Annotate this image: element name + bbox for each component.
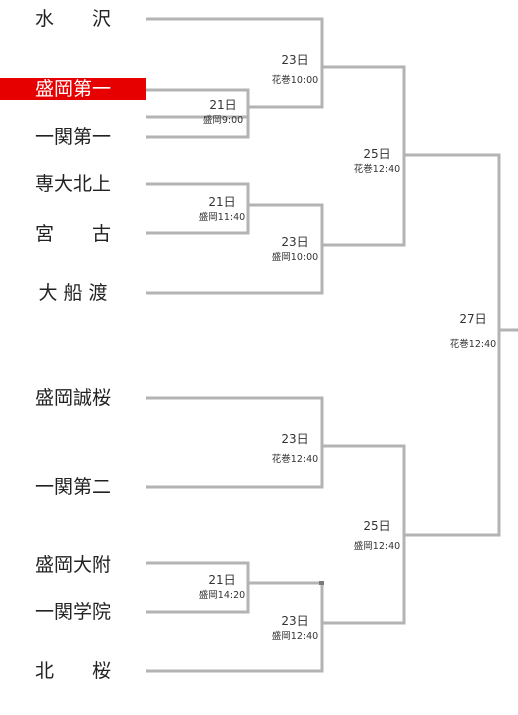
team-miyako: 宮 古: [34, 223, 111, 245]
match-venue-label: 盛岡10:00: [271, 252, 319, 263]
match-venue-label: 盛岡11:40: [198, 212, 246, 223]
match-day-label: 25日: [363, 147, 391, 161]
bracket-connector: [404, 153, 501, 537]
bracket-connector: [146, 203, 324, 295]
bracket-connector: [146, 561, 250, 614]
team-ichinoseki-daiichi: 一関第一: [34, 126, 111, 148]
match-day-label: 23日: [281, 432, 309, 446]
match-venue-label: 盛岡12:40: [271, 631, 319, 642]
match-day-label: 21日: [209, 98, 237, 112]
match-day-label: 21日: [208, 195, 236, 209]
match-day-label: 23日: [281, 53, 309, 67]
team-ichinoseki-daini: 一関第二: [34, 476, 111, 498]
bracket-connector: [146, 182, 250, 235]
connector-tick-mark: [319, 581, 324, 585]
match-venue-label: 盛岡12:40: [353, 541, 401, 552]
match-venue-label: 花巻10:00: [271, 75, 319, 86]
match-day-label: 23日: [281, 614, 309, 628]
team-sendai-kitakami: 専大北上: [34, 173, 111, 195]
match-venue-label: 花巻12:40: [271, 454, 319, 465]
bracket-connector: [146, 88, 250, 139]
team-morioka-daifu: 盛岡大附: [34, 554, 111, 576]
bracket-connector: [146, 17, 324, 109]
team-ichinoseki-gakuin: 一関学院: [34, 601, 111, 623]
bracket-connector: [322, 444, 406, 625]
match-day-label: 21日: [208, 573, 236, 587]
match-day-label: 23日: [281, 235, 309, 249]
bracket-connector: [146, 581, 324, 673]
team-morioka-daiichi: 盛岡第一: [0, 78, 146, 100]
bracket-connector: [146, 396, 324, 489]
team-ofunato: 大 船 渡: [38, 282, 108, 304]
match-day-label: 25日: [363, 519, 391, 533]
match-venue-label: 花巻12:40: [353, 164, 401, 175]
team-mizusawa: 水 沢: [34, 8, 111, 30]
match-venue-label: 盛岡14:20: [198, 590, 246, 601]
team-hokuo: 北 桜: [34, 660, 111, 682]
match-venue-label: 花巻12:40: [449, 339, 497, 350]
match-day-label: 27日: [459, 312, 487, 326]
team-morioka-seio: 盛岡誠桜: [34, 387, 111, 409]
match-venue-label: 盛岡9:00: [202, 115, 244, 126]
